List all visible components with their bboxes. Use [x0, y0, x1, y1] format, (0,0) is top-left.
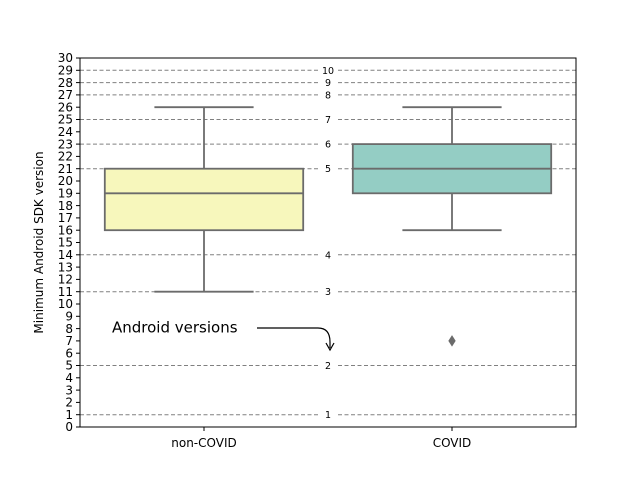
- x-tick-label: non-COVID: [171, 436, 236, 450]
- y-tick-label: 15: [58, 236, 73, 250]
- y-tick-label: 16: [58, 223, 73, 237]
- box-non-COVID: [103, 106, 305, 293]
- annotation-arrowhead: [325, 342, 335, 352]
- y-tick-label: 17: [58, 211, 73, 225]
- y-tick-label: 25: [58, 113, 73, 127]
- reference-line-label: 10: [322, 66, 334, 77]
- y-tick-label: 8: [65, 322, 73, 336]
- reference-line-label: 7: [325, 115, 331, 126]
- y-axis: 0123456789101112131415161718192021222324…: [58, 51, 80, 434]
- y-tick-label: 12: [58, 273, 73, 287]
- y-tick-label: 9: [65, 310, 73, 324]
- box-COVID: [351, 106, 553, 347]
- y-tick-label: 18: [58, 199, 73, 213]
- y-tick-label: 26: [58, 100, 73, 114]
- reference-line-label: 6: [325, 140, 331, 151]
- y-tick-label: 24: [58, 125, 73, 139]
- y-tick-label: 22: [58, 150, 73, 164]
- y-tick-label: 0: [65, 420, 73, 434]
- y-tick-label: 13: [58, 260, 73, 274]
- y-tick-label: 1: [65, 408, 73, 422]
- annotation-arrow: [257, 327, 331, 348]
- y-tick-label: 2: [65, 396, 73, 410]
- reference-line-label: 8: [325, 90, 331, 101]
- reference-line-label: 3: [325, 287, 331, 298]
- annotation: Android versions: [112, 319, 335, 352]
- y-tick-label: 11: [58, 285, 73, 299]
- outlier-point: [448, 335, 456, 347]
- x-tick-label: COVID: [433, 436, 472, 450]
- reference-line-label: 2: [325, 361, 331, 372]
- y-axis-title: Minimum Android SDK version: [32, 151, 46, 333]
- reference-line-label: 1: [325, 410, 331, 421]
- reference-line-label: 9: [325, 78, 331, 89]
- y-tick-label: 30: [58, 51, 73, 65]
- reference-line-label: 5: [325, 164, 331, 175]
- y-tick-label: 5: [65, 359, 73, 373]
- y-tick-label: 23: [58, 137, 73, 151]
- y-tick-label: 20: [58, 174, 73, 188]
- y-tick-label: 19: [58, 187, 73, 201]
- y-tick-label: 4: [65, 371, 73, 385]
- y-tick-label: 7: [65, 334, 73, 348]
- y-tick-label: 6: [65, 346, 73, 360]
- y-tick-label: 21: [58, 162, 73, 176]
- reference-line-label: 4: [325, 250, 331, 261]
- x-axis: non-COVID COVID: [171, 427, 471, 450]
- y-tick-label: 10: [58, 297, 73, 311]
- y-tick-label: 28: [58, 76, 73, 90]
- box-plot-series: [103, 106, 553, 347]
- annotation-text: Android versions: [112, 319, 238, 337]
- y-tick-label: 27: [58, 88, 73, 102]
- y-tick-label: 29: [58, 64, 73, 78]
- box-iqr: [103, 167, 305, 232]
- y-tick-label: 3: [65, 383, 73, 397]
- y-tick-label: 14: [58, 248, 73, 262]
